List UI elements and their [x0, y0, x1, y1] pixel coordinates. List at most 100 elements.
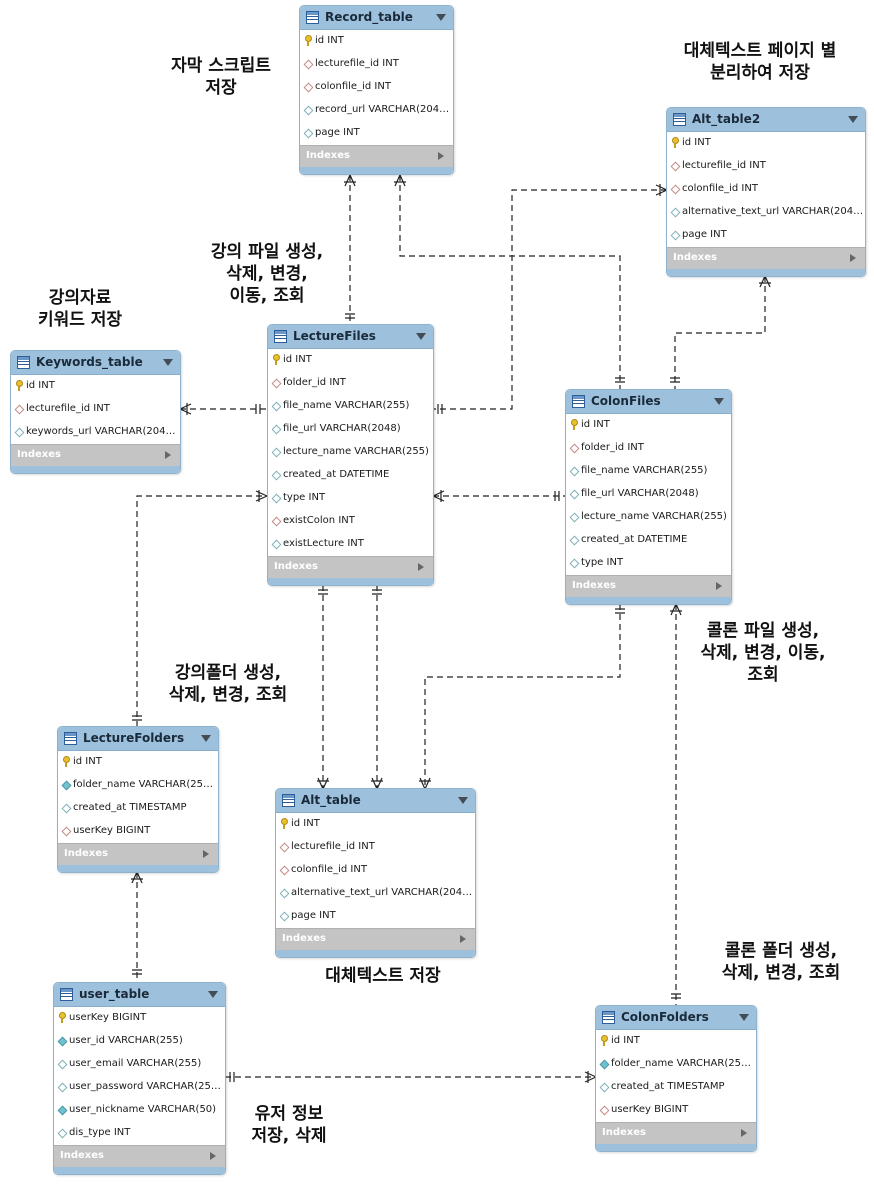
column-row[interactable]: colonfile_id INT [276, 859, 475, 882]
collapse-arrow-icon[interactable] [739, 1014, 749, 1021]
table-header[interactable]: Keywords_table [11, 351, 180, 375]
column-row[interactable]: lecturefile_id INT [11, 398, 180, 421]
column-row[interactable]: created_at DATETIME [566, 529, 731, 552]
collapse-arrow-icon[interactable] [163, 359, 173, 366]
collapse-arrow-icon[interactable] [714, 398, 724, 405]
column-row[interactable]: lecturefile_id INT [276, 836, 475, 859]
collapse-arrow-icon[interactable] [458, 797, 468, 804]
column-row[interactable]: type INT [566, 552, 731, 575]
table-header[interactable]: LectureFiles [268, 325, 433, 349]
table-header[interactable]: Alt_table [276, 789, 475, 813]
column-row[interactable]: file_name VARCHAR(255) [566, 460, 731, 483]
column-row[interactable]: existColon INT [268, 510, 433, 533]
expand-arrow-icon[interactable] [210, 1152, 216, 1160]
collapse-arrow-icon[interactable] [436, 14, 446, 21]
column-row[interactable]: id INT [596, 1030, 756, 1053]
collapse-arrow-icon[interactable] [208, 991, 218, 998]
column-row[interactable]: page INT [300, 122, 453, 145]
column-row[interactable]: created_at TIMESTAMP [58, 797, 218, 820]
column-row[interactable]: page INT [667, 224, 865, 247]
expand-arrow-icon[interactable] [460, 935, 466, 943]
table-header[interactable]: ColonFolders [596, 1006, 756, 1030]
column-row[interactable]: folder_name VARCHAR(25… [596, 1053, 756, 1076]
column-row[interactable]: file_url VARCHAR(2048) [268, 418, 433, 441]
note-lecturefiles: 강의 파일 생성,삭제, 변경,이동, 조회 [194, 241, 340, 307]
indexes-section[interactable]: Indexes [58, 843, 218, 865]
column-row[interactable]: id INT [11, 375, 180, 398]
column-row[interactable]: colonfile_id INT [667, 178, 865, 201]
table-header[interactable]: user_table [54, 983, 225, 1007]
expand-arrow-icon[interactable] [165, 451, 171, 459]
column-row[interactable]: record_url VARCHAR(204… [300, 99, 453, 122]
expand-arrow-icon[interactable] [716, 582, 722, 590]
column-row[interactable]: user_email VARCHAR(255) [54, 1053, 225, 1076]
expand-arrow-icon[interactable] [438, 152, 444, 160]
bar-lf-alt2 [437, 404, 443, 414]
collapse-arrow-icon[interactable] [848, 116, 858, 123]
indexes-section[interactable]: Indexes [276, 928, 475, 950]
column-row[interactable]: lecture_name VARCHAR(255) [566, 506, 731, 529]
rel-lecturefolders-lecturefiles [136, 495, 267, 727]
column-row[interactable]: folder_id INT [566, 437, 731, 460]
column-row[interactable]: keywords_url VARCHAR(204… [11, 421, 180, 444]
column-row[interactable]: user_id VARCHAR(255) [54, 1030, 225, 1053]
column-row[interactable]: colonfile_id INT [300, 76, 453, 99]
collapse-arrow-icon[interactable] [201, 735, 211, 742]
column-row[interactable]: file_name VARCHAR(255) [268, 395, 433, 418]
column-row[interactable]: existLecture INT [268, 533, 433, 556]
note-line: 콜론 파일 생성, [706, 621, 820, 641]
column-row[interactable]: userKey BIGINT [54, 1007, 225, 1030]
column-row[interactable]: file_url VARCHAR(2048) [566, 483, 731, 506]
table-header[interactable]: LectureFolders [58, 727, 218, 751]
column-row[interactable]: id INT [58, 751, 218, 774]
table-header[interactable]: Alt_table2 [667, 108, 865, 132]
table-title: Alt_table2 [692, 112, 761, 126]
column-row[interactable]: id INT [268, 349, 433, 372]
indexes-section[interactable]: Indexes [54, 1145, 225, 1167]
column-row[interactable]: id INT [300, 30, 453, 53]
column-row[interactable]: id INT [667, 132, 865, 155]
column-row[interactable]: userKey BIGINT [58, 820, 218, 843]
column-row[interactable]: id INT [566, 414, 731, 437]
indexes-section[interactable]: Indexes [300, 145, 453, 167]
bar-lf-keywords [255, 404, 261, 414]
column-row[interactable]: created_at DATETIME [268, 464, 433, 487]
indexes-section[interactable]: Indexes [667, 247, 865, 269]
column-row[interactable]: page INT [276, 905, 475, 928]
indexes-section[interactable]: Indexes [268, 556, 433, 578]
column-row[interactable]: alternative_text_url VARCHAR(204… [276, 882, 475, 905]
expand-arrow-icon[interactable] [741, 1129, 747, 1137]
column-row[interactable]: dis_type INT [54, 1122, 225, 1145]
column-row[interactable]: created_at TIMESTAMP [596, 1076, 756, 1099]
expand-arrow-icon[interactable] [850, 254, 856, 262]
column-row[interactable]: folder_id INT [268, 372, 433, 395]
collapse-arrow-icon[interactable] [416, 333, 426, 340]
expand-arrow-icon[interactable] [418, 563, 424, 571]
table-header[interactable]: Record_table [300, 6, 453, 30]
column-icon [271, 401, 282, 412]
indexes-section[interactable]: Indexes [566, 575, 731, 597]
indexes-section[interactable]: Indexes [11, 444, 180, 466]
column-row[interactable]: folder_name VARCHAR(25… [58, 774, 218, 797]
column-row[interactable]: type INT [268, 487, 433, 510]
column-row[interactable]: lecturefile_id INT [300, 53, 453, 76]
indexes-section[interactable]: Indexes [596, 1122, 756, 1144]
column-row[interactable]: lecturefile_id INT [667, 155, 865, 178]
table-header[interactable]: ColonFiles [566, 390, 731, 414]
column-row[interactable]: lecture_name VARCHAR(255) [268, 441, 433, 464]
column-row[interactable]: alternative_text_url VARCHAR(204… [667, 201, 865, 224]
expand-arrow-icon[interactable] [203, 850, 209, 858]
column-row[interactable]: user_nickname VARCHAR(50) [54, 1099, 225, 1122]
column-row[interactable]: id INT [276, 813, 475, 836]
column-row[interactable]: user_password VARCHAR(25… [54, 1076, 225, 1099]
column-row[interactable]: userKey BIGINT [596, 1099, 756, 1122]
